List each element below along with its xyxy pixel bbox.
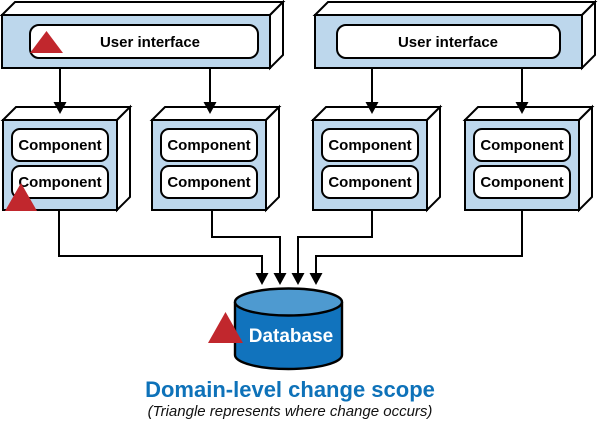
diagram-title: Domain-level change scope [145, 377, 435, 402]
diagram-subtitle: (Triangle represents where change occurs… [148, 403, 433, 420]
arrowhead-icon [255, 273, 269, 285]
ui-to-component-arrows [53, 68, 529, 114]
change-triangle-icon [208, 312, 243, 343]
component-label: Component [18, 174, 101, 191]
arrowhead-icon [291, 273, 305, 285]
connector-line [297, 210, 373, 274]
label-plate [336, 24, 561, 59]
ui-box-left: User interface [0, 0, 286, 71]
component-box-4: Component Component [462, 104, 595, 213]
database: Database [208, 287, 344, 371]
box-right-face [265, 104, 280, 213]
component-label: Component [480, 174, 563, 191]
component-label: Component [167, 174, 250, 191]
ui-box-label: User interface [100, 34, 200, 51]
change-triangle-icon [30, 31, 63, 53]
component-label: Component [480, 137, 563, 154]
label-plate [321, 165, 419, 199]
component-label: Component [18, 137, 101, 154]
database-cylinder-top [233, 287, 344, 317]
box-right-face [116, 104, 131, 213]
database-cylinder-body [233, 302, 344, 371]
label-plate [473, 165, 571, 199]
arrowhead-icon [365, 102, 379, 114]
component-label: Component [328, 137, 411, 154]
arrowhead-icon [309, 273, 323, 285]
component-label: Component [167, 137, 250, 154]
database-label: Database [249, 326, 334, 347]
ui-box-right: User interface [312, 0, 598, 71]
label-plate [160, 165, 258, 199]
component-label: Component [328, 174, 411, 191]
box-top-face [312, 1, 598, 16]
arrowhead-icon [203, 102, 217, 114]
connector-line [58, 210, 263, 274]
box-top-face [310, 106, 443, 121]
ui-box-label: User interface [398, 34, 498, 51]
label-plate [29, 24, 259, 59]
box-right-face [269, 0, 284, 71]
label-plate [11, 165, 109, 199]
box-right-face [578, 104, 593, 213]
change-triangle-icon [5, 183, 37, 211]
connector-line [211, 210, 281, 274]
box-top-face [462, 106, 595, 121]
connector-line [315, 210, 523, 274]
box-right-face [581, 0, 596, 71]
box-top-face [0, 1, 286, 16]
label-plate [11, 128, 109, 162]
arrowhead-icon [53, 102, 67, 114]
label-plate [160, 128, 258, 162]
arrowhead-icon [515, 102, 529, 114]
box-top-face [0, 106, 133, 121]
component-box-2: Component Component [149, 104, 282, 213]
label-plate [321, 128, 419, 162]
arrowhead-icon [273, 273, 287, 285]
label-plate [473, 128, 571, 162]
component-box-1: Component Component [0, 104, 133, 213]
component-box-3: Component Component [310, 104, 443, 213]
box-top-face [149, 106, 282, 121]
component-to-database-connectors [58, 210, 523, 285]
box-right-face [426, 104, 441, 213]
